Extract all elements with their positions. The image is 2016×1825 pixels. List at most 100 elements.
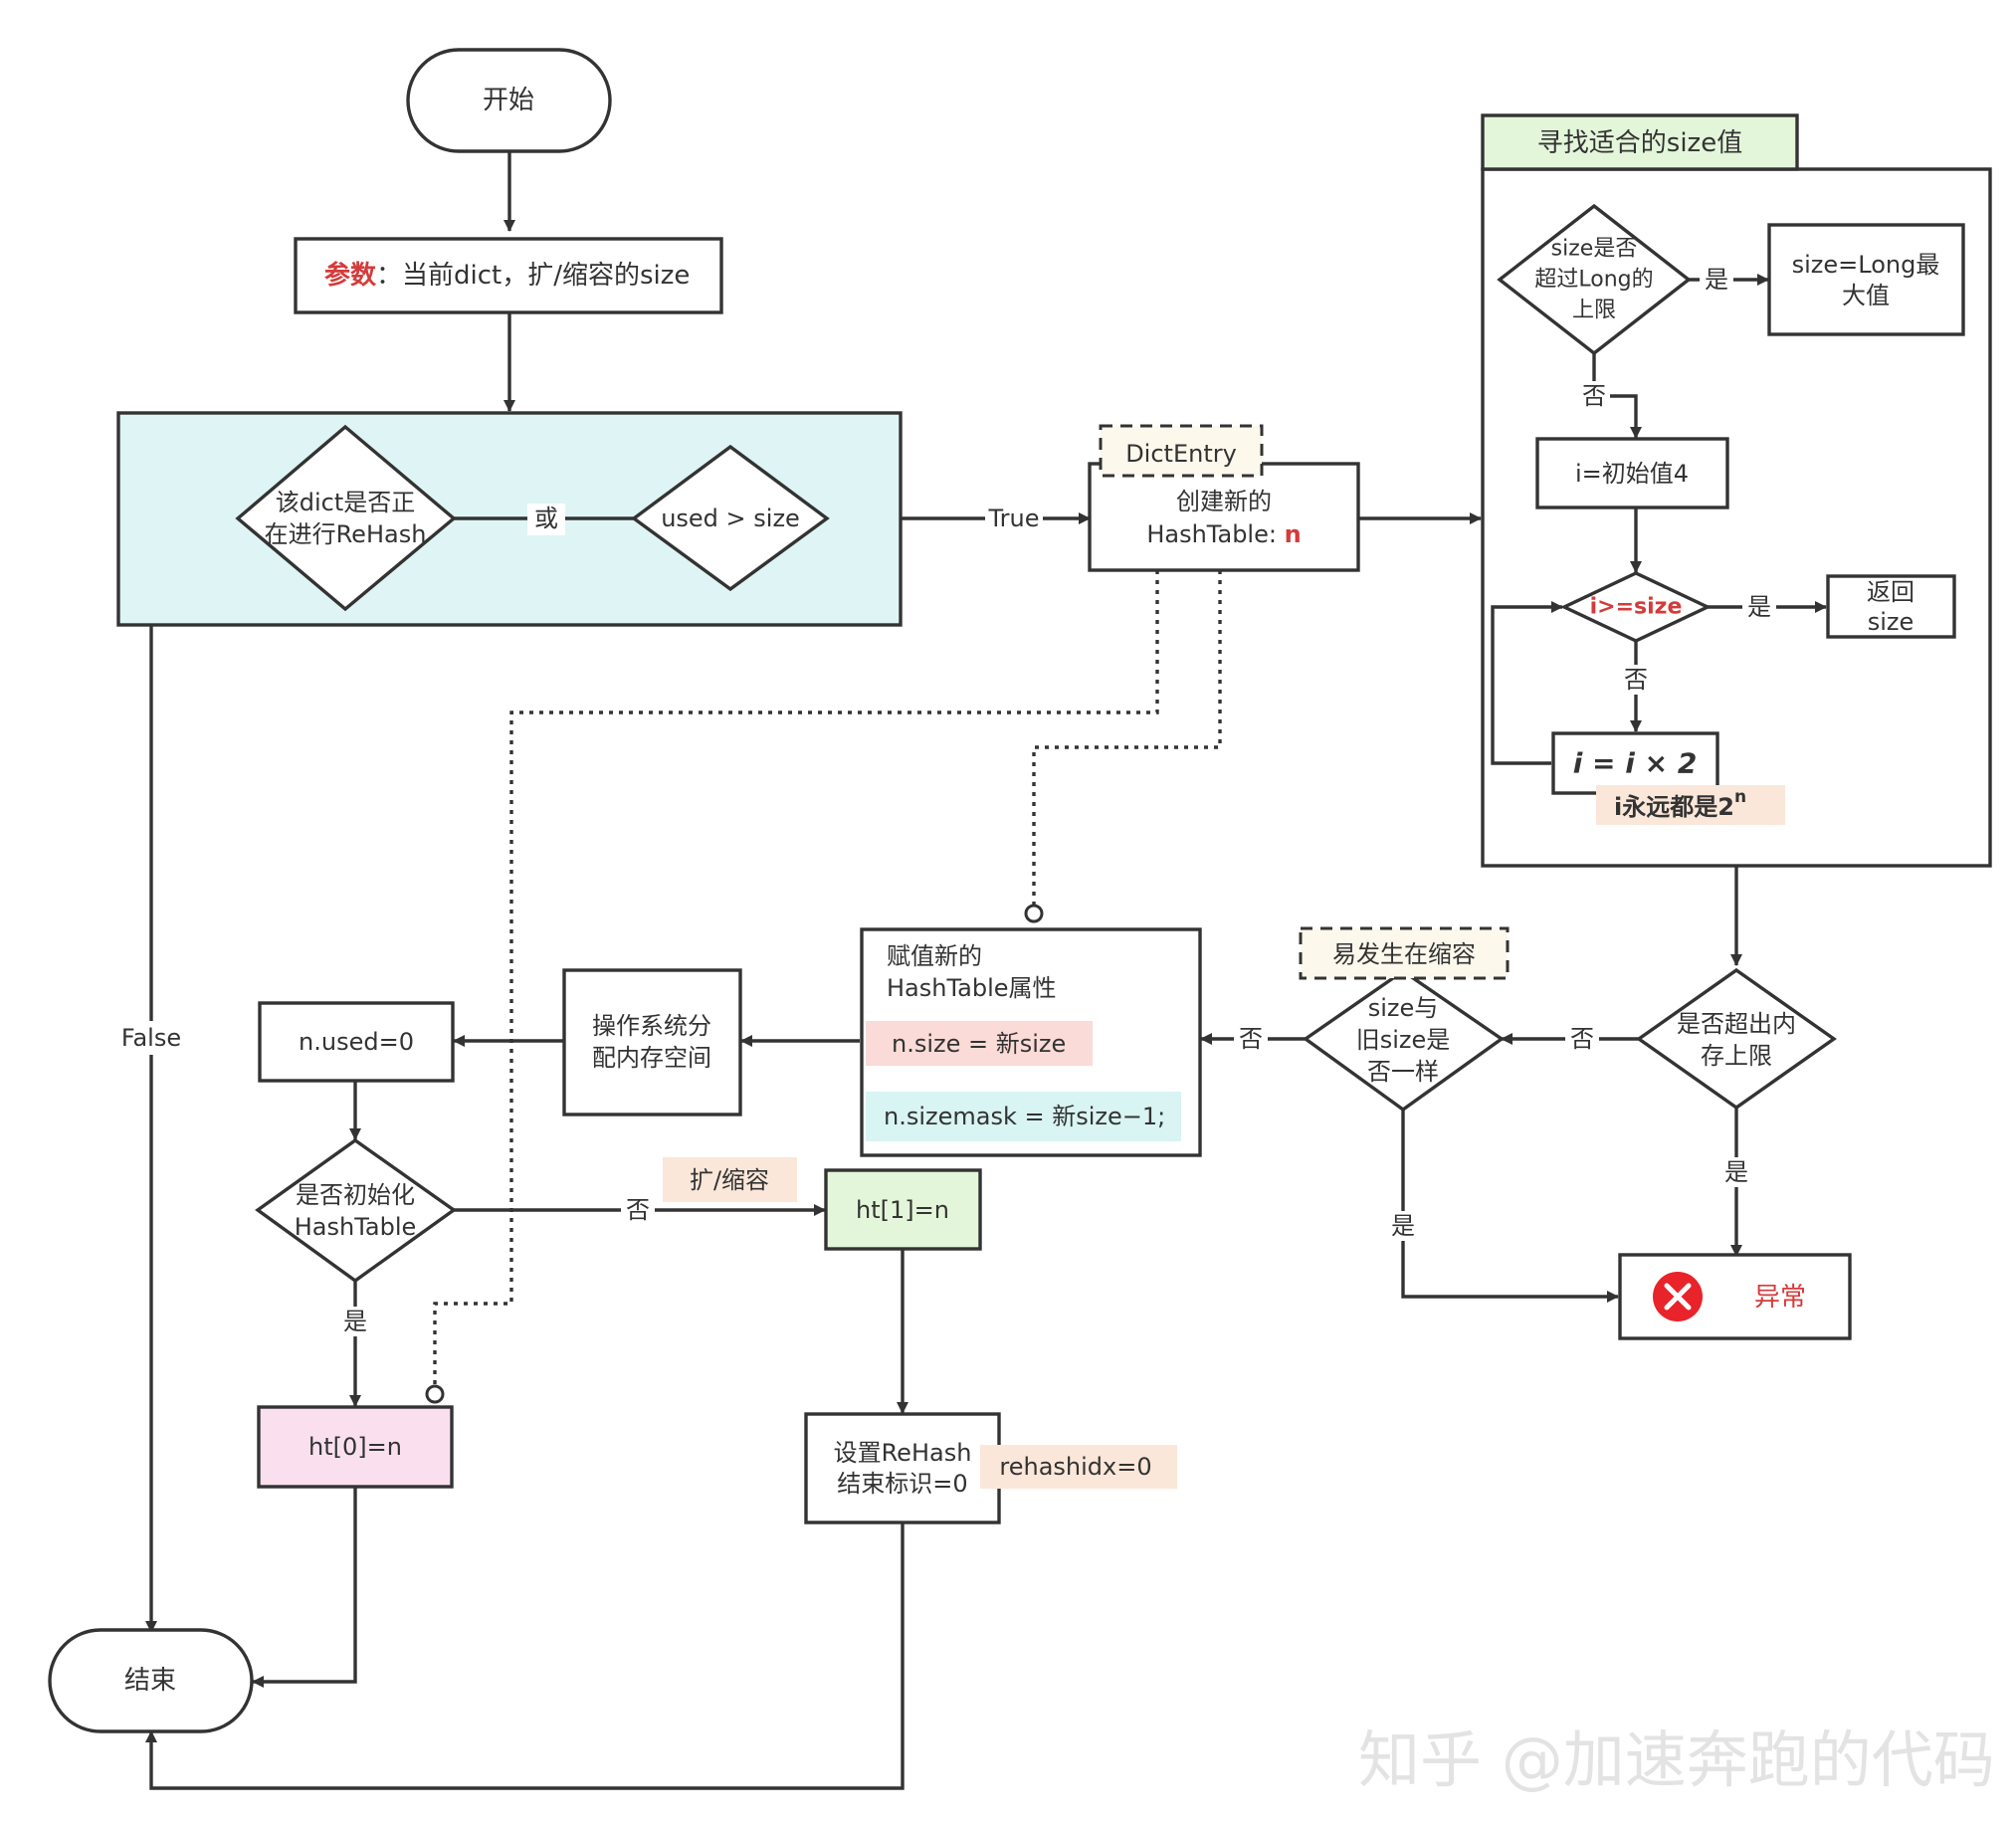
- label-memlimit-no: 否: [1570, 1025, 1594, 1053]
- set-rehash-line1: 设置ReHash: [834, 1439, 972, 1467]
- params-prefix: 参数: [324, 260, 377, 291]
- return-size-node: 返回 size: [1826, 574, 1956, 639]
- decision-rehashing-line2: 在进行ReHash: [265, 520, 427, 548]
- decision-same-line2: 旧size是: [1356, 1026, 1451, 1054]
- decision-i-ge-label: i>=size: [1590, 595, 1683, 620]
- create-line2-var: n: [1285, 520, 1302, 548]
- i-double-node: i = i × 2: [1551, 731, 1719, 795]
- edge-loop-back: [1491, 601, 1563, 765]
- watermark: 知乎 @加速奔跑的代码: [1358, 1724, 1995, 1796]
- decision-is-init: 是否初始化 HashTable: [255, 1137, 457, 1284]
- ht1-label: ht[1]=n: [856, 1196, 949, 1224]
- i-power-sup: n: [1734, 787, 1746, 807]
- decision-used-label: used > size: [661, 505, 800, 532]
- edge-setrehash-end: [145, 1522, 905, 1790]
- size-long-line2: 大值: [1842, 282, 1890, 309]
- label-or: 或: [534, 505, 558, 532]
- decision-same-line3: 否一样: [1367, 1058, 1439, 1086]
- i-power-note: i永远都是2n: [1596, 785, 1785, 825]
- shrink-tag: 易发生在缩容: [1299, 926, 1510, 980]
- label-size-over-yes: 是: [1705, 266, 1728, 294]
- n-used-label: n.used=0: [299, 1028, 414, 1056]
- label-ige-no: 否: [1624, 666, 1648, 694]
- label-true: True: [988, 505, 1040, 532]
- decision-size-over-long: size是否 超过Long的 上限: [1497, 203, 1692, 356]
- i-init-node: i=初始值4: [1535, 437, 1729, 509]
- rehashidx-label: rehashidx=0: [999, 1453, 1151, 1481]
- create-line2-prefix: HashTable:: [1146, 520, 1284, 548]
- ht0-node: ht[0]=n: [257, 1405, 454, 1489]
- return-line2: size: [1868, 608, 1915, 636]
- n-used-node: n.used=0: [258, 1001, 455, 1083]
- label-size-over-no: 否: [1582, 382, 1606, 410]
- assign-line2: HashTable属性: [887, 974, 1057, 1002]
- os-alloc-line2: 配内存空间: [592, 1044, 711, 1072]
- expand-note-label: 扩/缩容: [690, 1166, 769, 1194]
- assign-size-label: n.size = 新size: [892, 1030, 1066, 1058]
- decision-size-over-line1: size是否: [1551, 237, 1638, 262]
- end-node: 结束: [48, 1628, 254, 1733]
- decision-used-gt-size: used > size: [631, 444, 830, 592]
- params-rest: ：当前dict，扩/缩容的size: [376, 261, 690, 291]
- ht0-label: ht[0]=n: [308, 1433, 402, 1461]
- assign-line1: 赋值新的: [887, 942, 982, 970]
- assign-size-highlight: [866, 1021, 1093, 1066]
- decision-i-ge-size: i>=size: [1560, 571, 1712, 643]
- decision-same-size: size与 旧size是 否一样: [1303, 968, 1505, 1113]
- label-ige-yes: 是: [1747, 593, 1771, 621]
- size-long-max-node: size=Long最 大值: [1767, 223, 1965, 336]
- decision-rehashing-line1: 该dict是否正: [276, 489, 416, 516]
- label-false: False: [121, 1024, 181, 1052]
- os-alloc-line1: 操作系统分: [592, 1012, 711, 1040]
- return-line1: 返回: [1867, 578, 1915, 606]
- assign-attrs-node: 赋值新的 HashTable属性 n.size = 新size n.sizema…: [860, 927, 1202, 1157]
- shrink-tag-label: 易发生在缩容: [1332, 940, 1476, 968]
- set-rehash-node: 设置ReHash 结束标识=0: [804, 1412, 1001, 1524]
- start-label: 开始: [483, 86, 534, 115]
- size-long-line1: size=Long最: [1792, 251, 1940, 279]
- decision-size-over-line2: 超过Long的: [1534, 268, 1653, 293]
- decision-memory-line2: 存上限: [1701, 1042, 1772, 1070]
- decision-memory-limit: 是否超出内 存上限: [1636, 967, 1837, 1111]
- decision-init-line2: HashTable: [295, 1213, 417, 1241]
- create-line2: HashTable: n: [1146, 520, 1301, 548]
- label-isinit-yes: 是: [343, 1308, 367, 1335]
- end-label: 结束: [124, 1666, 176, 1696]
- edge-ht0-end: [252, 1487, 357, 1688]
- label-samesize-yes: 是: [1391, 1212, 1415, 1240]
- i-init-label: i=初始值4: [1575, 460, 1689, 488]
- i-power-main: i永远都是2: [1614, 793, 1734, 821]
- i-double-label: i = i × 2: [1573, 747, 1698, 780]
- os-alloc-node: 操作系统分 配内存空间: [562, 968, 742, 1116]
- decision-init-line1: 是否初始化: [296, 1181, 415, 1209]
- expand-note: 扩/缩容: [663, 1157, 797, 1202]
- decision-rehashing: 该dict是否正 在进行ReHash: [235, 424, 457, 612]
- dictentry-tag-label: DictEntry: [1125, 440, 1237, 468]
- rehashidx-note: rehashidx=0: [980, 1445, 1177, 1489]
- find-size-title-box: [1481, 113, 1799, 171]
- assign-mask-highlight: [866, 1092, 1181, 1141]
- set-rehash-line2: 结束标识=0: [837, 1470, 967, 1498]
- find-size-title: 寻找适合的size值: [1537, 128, 1742, 158]
- label-samesize-no: 否: [1239, 1025, 1263, 1053]
- decision-same-line1: size与: [1368, 994, 1439, 1022]
- label-isinit-no: 否: [626, 1196, 650, 1224]
- label-memlimit-yes: 是: [1724, 1158, 1748, 1186]
- link-end-assign: [1024, 904, 1044, 923]
- link-end-ht0: [425, 1384, 445, 1404]
- decision-size-over-line3: 上限: [1572, 299, 1616, 323]
- dotted-link-assign: [1032, 570, 1222, 905]
- create-hashtable-node: 创建新的 HashTable: n: [1088, 462, 1360, 572]
- create-line1: 创建新的: [1176, 488, 1272, 515]
- exception-label: 异常: [1754, 1283, 1806, 1313]
- edge-size-over-no: [1592, 353, 1642, 439]
- params-text: 参数：当前dict，扩/缩容的size: [324, 260, 690, 291]
- exception-node: 异常: [1618, 1253, 1852, 1340]
- start-node: 开始: [406, 48, 612, 153]
- edge-samesize-yes: [1401, 1110, 1619, 1303]
- params-node: 参数：当前dict，扩/缩容的size: [294, 237, 723, 314]
- i-power-text: i永远都是2n: [1614, 787, 1746, 821]
- decision-memory-line1: 是否超出内: [1677, 1010, 1796, 1038]
- ht1-node: ht[1]=n: [824, 1168, 982, 1251]
